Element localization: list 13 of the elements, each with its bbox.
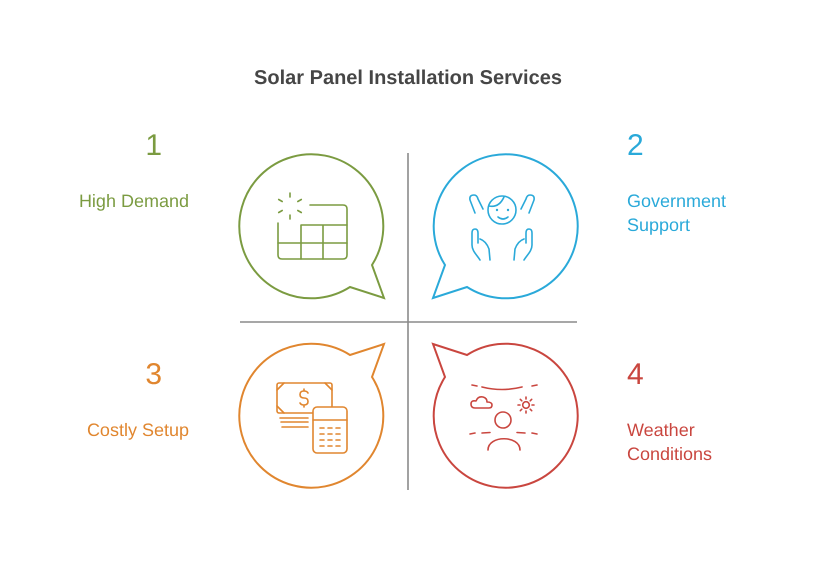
speech-bubble: [238, 343, 386, 491]
category-label: Weather Conditions: [627, 419, 714, 466]
category-label: Government Support: [627, 190, 728, 237]
speech-bubble: [431, 151, 579, 299]
speech-bubble: [238, 151, 386, 299]
step-number: 1: [145, 128, 162, 164]
step-number: 2: [627, 128, 644, 164]
speech-bubble: [431, 343, 579, 491]
category-label: Costly Setup: [86, 419, 189, 442]
step-number: 3: [145, 357, 162, 393]
step-number: 4: [627, 357, 644, 393]
title: Solar Panel Installation Services: [254, 66, 562, 90]
category-label: High Demand: [78, 190, 189, 213]
